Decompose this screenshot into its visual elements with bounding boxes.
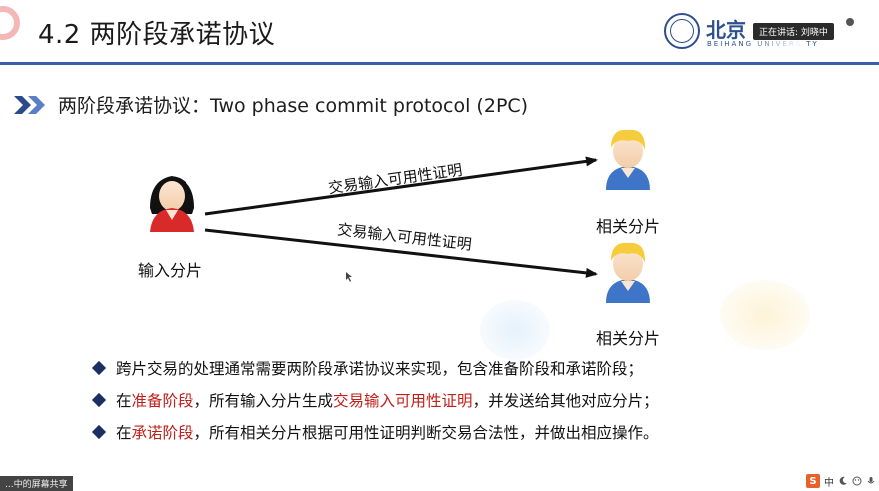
male-person-icon	[606, 129, 650, 190]
bullet-highlight: 交易输入可用性证明	[333, 392, 473, 410]
bullet-text: 在	[116, 424, 132, 442]
diamond-bullet-icon	[91, 392, 107, 408]
bullet-list: 跨片交易的处理通常需要两阶段承诺协议来实现，包含准备阶段和承诺阶段； 在准备阶段…	[91, 352, 659, 448]
arrow-label-bottom: 交易输入可用性证明	[336, 220, 472, 253]
background-glow	[720, 280, 810, 350]
related-shard-label-bottom: 相关分片	[596, 329, 661, 348]
female-person-icon	[150, 176, 194, 232]
related-shard-label-top: 相关分片	[596, 217, 661, 236]
moon-icon[interactable]	[838, 476, 848, 486]
bullet-text: 跨片交易的处理通常需要两阶段承诺协议来实现，包含准备阶段和承诺阶段；	[116, 360, 644, 378]
microphone-icon[interactable]	[866, 476, 876, 486]
ime-mode-label[interactable]: 中	[824, 477, 834, 489]
ime-toolbar[interactable]: S 中	[806, 473, 879, 489]
bullet-item: 在承诺阶段，所有相关分片根据可用性证明判断交易合法性，并做出相应操作。	[91, 416, 659, 448]
bullet-highlight: 准备阶段	[131, 392, 194, 410]
sogou-input-icon[interactable]: S	[806, 474, 820, 488]
arrow-to-bottom-shard	[204, 228, 598, 278]
title-bar: 4.2 两阶段承诺协议 北京 BEIHANG UNIVERSITY 正在讲话: …	[0, 0, 879, 62]
diamond-bullet-icon	[91, 424, 107, 440]
bullet-text: ，所有相关分片根据可用性证明判断交易合法性，并做出相应操作。	[193, 424, 659, 442]
subheading-text: 两阶段承诺协议：Two phase commit protocol (2PC)	[58, 95, 529, 117]
input-shard-label: 输入分片	[138, 261, 203, 280]
background-glow	[480, 300, 550, 360]
page-title: 4.2 两阶段承诺协议	[38, 20, 276, 50]
university-seal-icon	[664, 13, 700, 49]
arrow-label-top: 交易输入可用性证明	[327, 161, 463, 198]
speaker-indicator-icon	[846, 18, 854, 26]
title-divider	[0, 62, 879, 65]
male-person-icon	[606, 242, 650, 303]
mouse-cursor-icon	[346, 272, 352, 282]
title-decoration	[0, 6, 20, 40]
screen-share-badge[interactable]: ...中的屏幕共享	[0, 476, 73, 491]
bullet-text: ，并发送给其他对应分片；	[472, 392, 659, 410]
bullet-item: 跨片交易的处理通常需要两阶段承诺协议来实现，包含准备阶段和承诺阶段；	[91, 352, 659, 384]
bullet-text: ，所有输入分片生成	[193, 392, 334, 410]
speaker-badge: 正在讲话: 刘晓中	[753, 23, 834, 40]
bullet-item: 在准备阶段，所有输入分片生成交易输入可用性证明，并发送给其他对应分片；	[91, 384, 659, 416]
emoji-icon[interactable]	[852, 476, 862, 486]
bullet-text: 在	[116, 392, 132, 410]
diamond-bullet-icon	[91, 360, 107, 376]
bullet-highlight: 承诺阶段	[131, 424, 194, 442]
university-logo-text: 北京	[706, 18, 746, 42]
arrow-to-top-shard	[204, 156, 598, 216]
subheading: 两阶段承诺协议：Two phase commit protocol (2PC)	[14, 91, 528, 118]
double-chevron-right-icon	[14, 95, 45, 114]
